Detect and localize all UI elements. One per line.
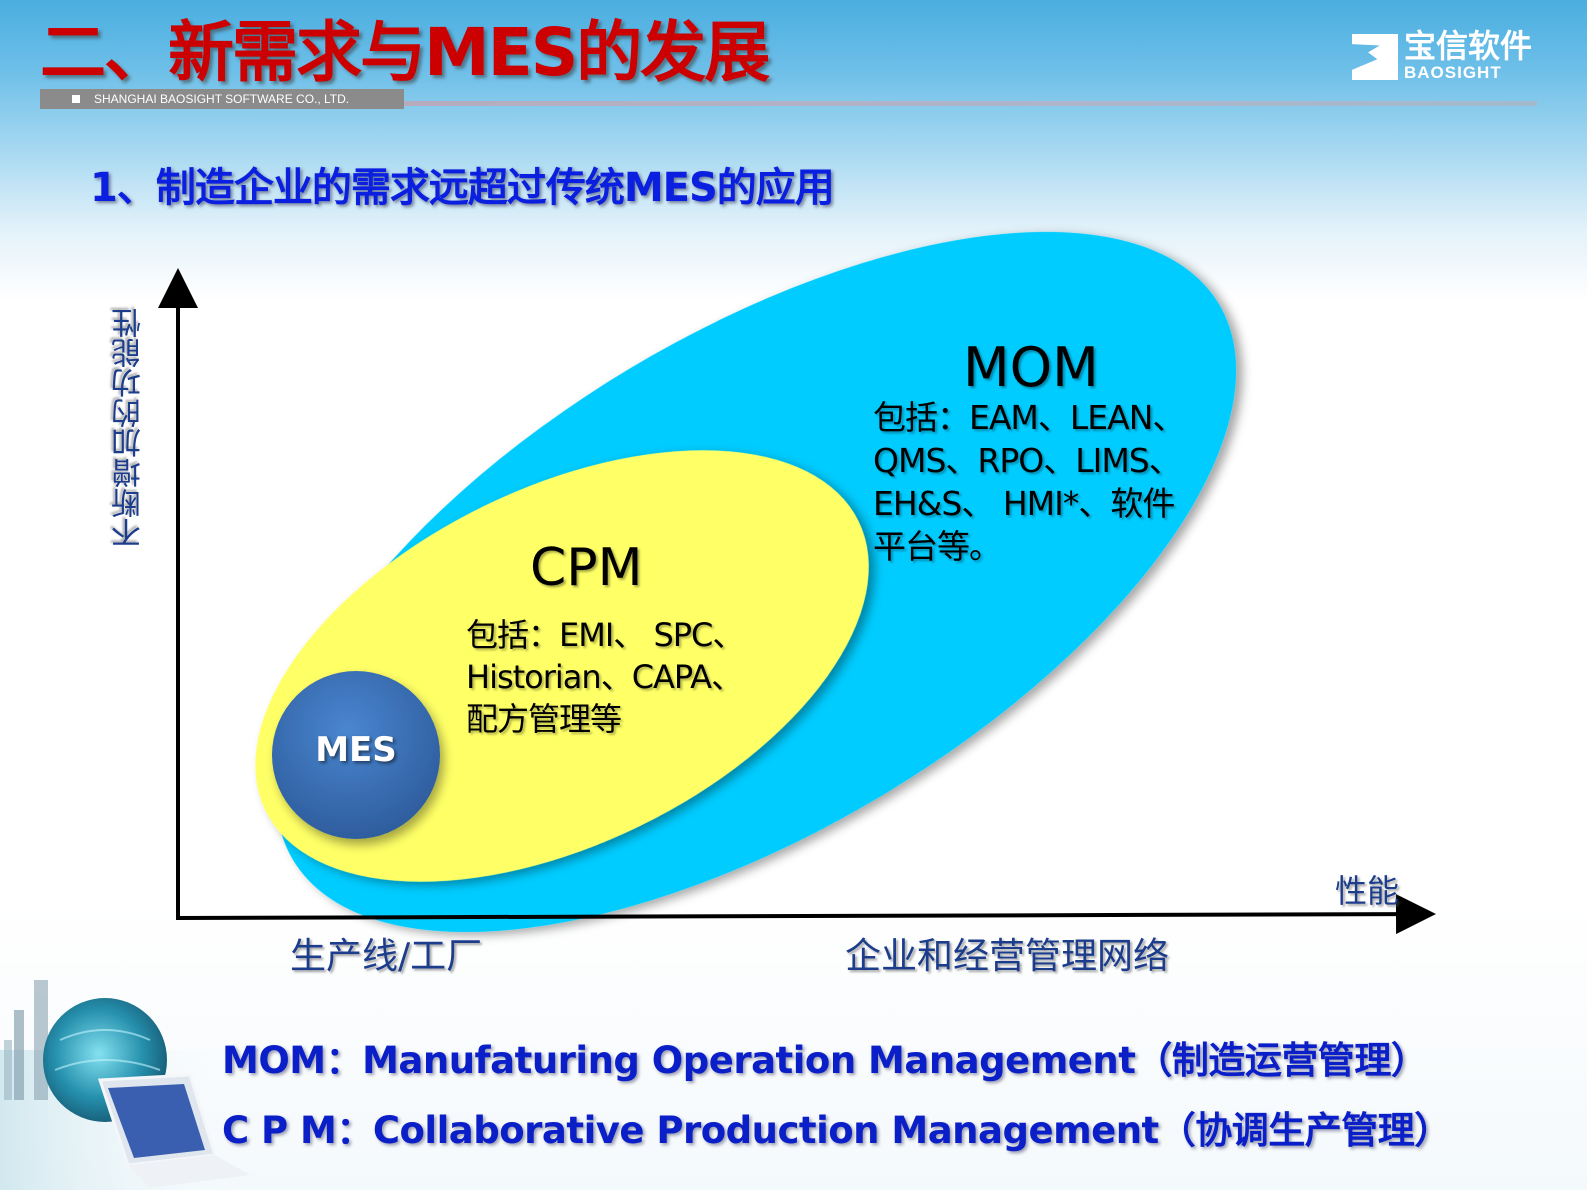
section-subtitle: 1、制造企业的需求远超过传统MES的应用	[90, 165, 835, 211]
cpm-desc-line: 配方管理等	[466, 700, 622, 738]
mom-desc-line: EH&S、 HMI*、软件	[873, 484, 1175, 523]
mom-description: 包括：EAM、LEAN、 QMS、RPO、LIMS、 EH&S、 HMI*、软件…	[873, 396, 1233, 568]
mom-desc-line: 包括：EAM、LEAN、	[873, 398, 1185, 437]
cpm-desc-line: Historian、CAPA、	[466, 658, 743, 696]
mes-label: MES	[315, 730, 397, 770]
mom-title: MOM	[963, 336, 1099, 399]
mom-definition: MOM：Manufaturing Operation Management（制造…	[222, 1039, 1428, 1082]
x-axis	[175, 894, 1436, 935]
logo-text-en: BAOSIGHT	[1404, 63, 1502, 82]
baosight-logo-icon	[1352, 34, 1398, 80]
x-axis-left-label: 生产线/工厂	[290, 936, 483, 977]
cpm-description: 包括：EMI、 SPC、 Historian、CAPA、 配方管理等	[466, 614, 786, 740]
square-bullet-icon	[72, 95, 80, 103]
cpm-desc-line: 包括：EMI、 SPC、	[466, 616, 744, 654]
company-name-bar: SHANGHAI BAOSIGHT SOFTWARE CO., LTD.	[40, 89, 404, 109]
x-axis-right-label: 企业和经营管理网络	[845, 936, 1170, 977]
mom-desc-line: 平台等。	[873, 527, 1002, 566]
company-name: SHANGHAI BAOSIGHT SOFTWARE CO., LTD.	[94, 92, 350, 106]
header-divider	[404, 101, 1537, 106]
mom-desc-line: QMS、RPO、LIMS、	[873, 441, 1182, 480]
x-axis-title: 性能	[1335, 872, 1400, 910]
baosight-logo: 宝信软件 BAOSIGHT	[1352, 28, 1534, 82]
mom-ellipse	[275, 231, 1237, 933]
y-axis-label: 不断增加的功能性	[112, 308, 147, 548]
globe-laptop-illustration	[0, 980, 260, 1190]
logo-text-cn: 宝信软件	[1404, 27, 1533, 65]
cpm-definition: C P M：Collaborative Production Managemen…	[222, 1109, 1451, 1152]
cpm-title: CPM	[530, 538, 643, 598]
slide-title: 二、新需求与MES的发展	[40, 14, 770, 91]
